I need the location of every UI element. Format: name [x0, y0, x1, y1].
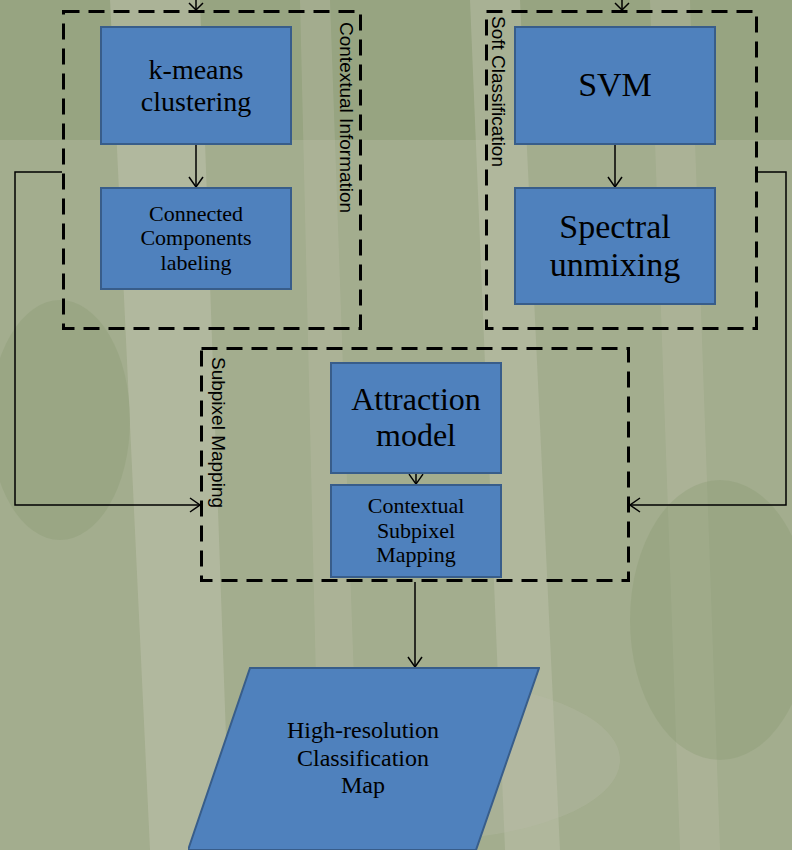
- arrowhead: [630, 498, 640, 512]
- group-label: Subpixel Mapping: [207, 357, 229, 508]
- process-box: Attraction model: [330, 362, 502, 474]
- grass-patch: [0, 300, 130, 540]
- arrowhead: [189, 177, 203, 187]
- grass-patch: [630, 480, 792, 760]
- process-box: Contextual Subpixel Mapping: [330, 484, 502, 578]
- group-label: Contextual Information: [335, 22, 357, 213]
- input-arrowhead: [615, 3, 629, 10]
- box-label: k-means clustering: [112, 54, 280, 117]
- arrowhead: [190, 498, 200, 512]
- flow-connector: [195, 145, 197, 187]
- process-box: Spectral unmixing: [514, 187, 716, 305]
- arrowhead: [409, 474, 423, 484]
- box-label: Spectral unmixing: [526, 208, 704, 284]
- dashed-rect: [64, 12, 361, 329]
- output-label: High-resolution Classification Map: [277, 717, 449, 800]
- flow-connector: [414, 582, 416, 667]
- dashed-rect: [202, 349, 629, 581]
- box-label: SVM: [578, 66, 652, 104]
- group-label: Soft Classification: [487, 16, 509, 167]
- group-frame: Soft Classification SVM Spectral unmixing: [485, 10, 758, 330]
- arrowhead: [408, 657, 422, 667]
- output-parallelogram: High-resolution Classification Map: [188, 667, 540, 850]
- process-box: SVM: [514, 26, 716, 145]
- parallelogram-outline: [188, 668, 539, 850]
- box-label: Contextual Subpixel Mapping: [342, 494, 490, 568]
- input-arrowhead: [189, 3, 203, 10]
- dashed-rect: [487, 12, 757, 329]
- arrowhead: [608, 177, 622, 187]
- flow-connector: [614, 145, 616, 187]
- group-frame: Contextual Information k-means clustering…: [62, 10, 362, 330]
- box-label: Attraction model: [342, 382, 490, 454]
- box-label: Connected Components labeling: [112, 202, 280, 276]
- process-box: Connected Components labeling: [100, 187, 292, 290]
- process-box: k-means clustering: [100, 26, 292, 145]
- group-frame: Subpixel Mapping Attraction modelContextu…: [200, 347, 630, 582]
